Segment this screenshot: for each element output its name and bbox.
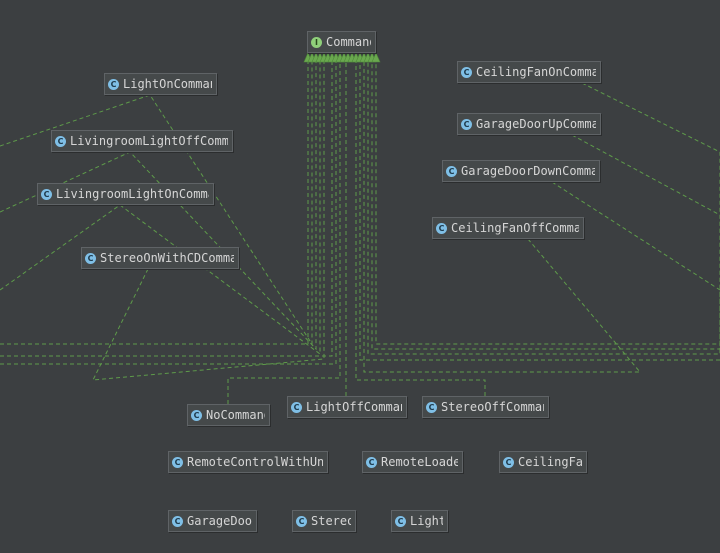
class-node-ceiling-fan[interactable]: C CeilingFan: [499, 451, 587, 473]
class-label: GarageDoorUpCommand: [476, 117, 596, 131]
edge-no-command: [227, 60, 341, 404]
edge-light-on-command: [0, 60, 313, 346]
edge-ceiling-fan-off-command: [363, 60, 642, 373]
class-icon: C: [41, 188, 52, 200]
class-label: StereoOnWithCDCommand: [100, 251, 234, 265]
edge-left-offscreen-1: [0, 60, 309, 345]
edge-left-offscreen-2: [0, 60, 333, 357]
class-node-ceiling-fan-on-command[interactable]: C CeilingFanOnCommand: [457, 61, 601, 83]
class-label: RemoteLoader: [381, 455, 458, 469]
class-node-stereo-off-command[interactable]: C StereoOffCommand: [422, 396, 549, 418]
class-node-livingroom-light-off-command[interactable]: C LivingroomLightOffCommanc: [51, 130, 233, 152]
edge-right-offscreen-1: [359, 60, 720, 361]
edge-stereo-on-with-cd-command: [92, 60, 325, 381]
class-label: NoCommand: [206, 408, 265, 422]
interface-command-label: Command: [326, 35, 371, 49]
class-icon: C: [85, 252, 96, 264]
class-icon: C: [291, 401, 302, 413]
class-label: Light: [410, 514, 443, 528]
class-label: LightOnCommand: [123, 77, 212, 91]
class-icon: C: [172, 456, 183, 468]
class-icon: C: [503, 456, 514, 468]
class-label: LivingroomLightOnCommand: [56, 187, 209, 201]
class-node-light-on-command[interactable]: C LightOnCommand: [104, 73, 217, 95]
class-node-livingroom-light-on-command[interactable]: C LivingroomLightOnCommand: [37, 183, 214, 205]
edge-livingroom-light-on-command: [0, 60, 321, 355]
class-icon: C: [446, 165, 457, 177]
class-label: CeilingFan: [518, 455, 582, 469]
class-icon: C: [55, 135, 66, 147]
class-node-stereo-on-with-cd-command[interactable]: C StereoOnWithCDCommand: [81, 247, 239, 269]
arrowhead-17: [371, 52, 381, 63]
class-node-no-command[interactable]: C NoCommand: [187, 404, 270, 426]
edge-left-offscreen-3: [0, 60, 337, 365]
class-node-stereo[interactable]: C Stereo: [292, 510, 356, 532]
class-node-remote-loader[interactable]: C RemoteLoader: [362, 451, 463, 473]
class-icon: C: [461, 118, 472, 130]
class-label: StereoOffCommand: [441, 400, 544, 414]
class-label: GarageDoorDownCommand: [461, 164, 595, 178]
class-icon: C: [366, 456, 377, 468]
class-label: RemoteControlWithUndo: [187, 455, 323, 469]
edge-garage-door-down-command: [367, 60, 720, 355]
class-label: LivingroomLightOffCommanc: [70, 134, 228, 148]
class-label: Stereo: [311, 514, 351, 528]
class-node-garage-door-down-command[interactable]: C GarageDoorDownCommand: [442, 160, 600, 182]
edge-livingroom-light-off-command: [0, 60, 317, 351]
class-label: LightOffCommand: [306, 400, 402, 414]
class-icon: C: [108, 78, 119, 90]
class-label: CeilingFanOnCommand: [476, 65, 596, 79]
class-node-remote-control-with-undo[interactable]: C RemoteControlWithUndo: [168, 451, 328, 473]
interface-icon: I: [311, 36, 322, 48]
class-icon: C: [461, 66, 472, 78]
class-node-ceiling-fan-off-command[interactable]: C CeilingFanOffCommand: [432, 217, 584, 239]
edge-ceiling-fan-on-command: [375, 60, 720, 345]
interface-command-node[interactable]: I Command: [307, 31, 376, 53]
inheritance-arrowheads: [303, 52, 381, 63]
class-icon: C: [436, 222, 447, 234]
class-node-light-off-command[interactable]: C LightOffCommand: [287, 396, 407, 418]
class-node-garage-door-up-command[interactable]: C GarageDoorUpCommand: [457, 113, 601, 135]
class-node-light[interactable]: C Light: [391, 510, 448, 532]
class-icon: C: [426, 401, 437, 413]
class-icon: C: [191, 409, 202, 421]
class-icon: C: [296, 515, 307, 527]
class-node-garage-door[interactable]: C GarageDoor: [168, 510, 257, 532]
edge-garage-door-up-command: [371, 60, 720, 350]
edge-stereo-off-command: [355, 60, 486, 396]
class-label: GarageDoor: [187, 514, 252, 528]
class-label: CeilingFanOffCommand: [451, 221, 579, 235]
implementation-edges: [0, 60, 720, 404]
class-icon: C: [395, 515, 406, 527]
class-icon: C: [172, 515, 183, 527]
